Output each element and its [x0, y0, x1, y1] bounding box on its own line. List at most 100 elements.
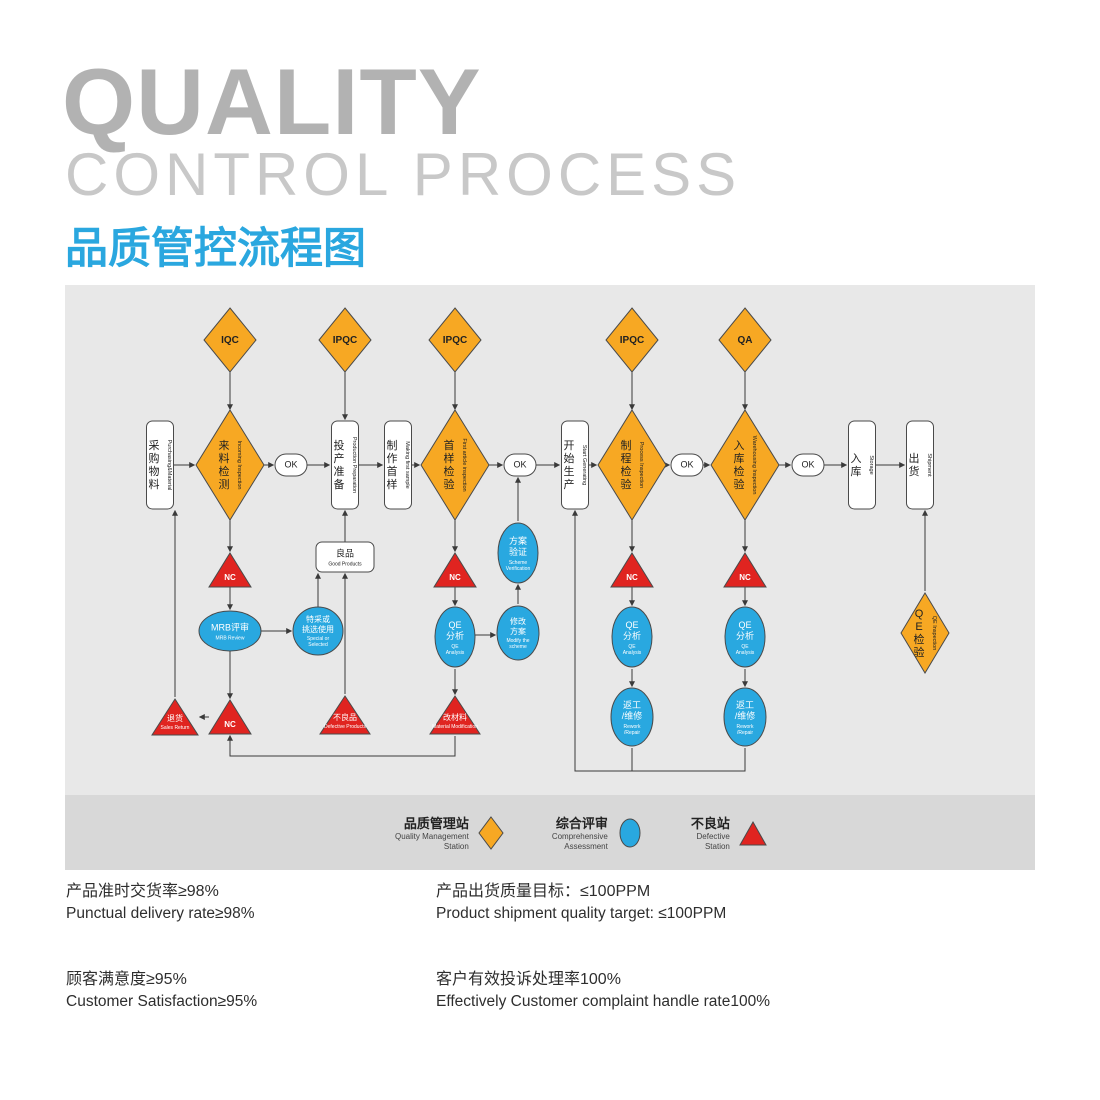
node-nc-2: NC — [433, 552, 477, 588]
svg-text:IQC: IQC — [221, 335, 239, 346]
svg-text:QE: QE — [738, 620, 751, 630]
svg-text:OK: OK — [680, 460, 693, 470]
svg-text:Making first sample: Making first sample — [404, 441, 410, 488]
svg-text:/维修: /维修 — [735, 710, 756, 721]
node-ok-3: OK — [670, 453, 704, 477]
flow-edges — [172, 372, 928, 772]
node-storage: 入库 Storage — [848, 420, 876, 510]
node-iqc: IQC — [203, 307, 257, 373]
legend-sublabel: Defective Station — [696, 832, 730, 851]
svg-text:/Repair: /Repair — [737, 730, 753, 736]
node-making-first-sample: 制作首样 Making first sample — [384, 420, 412, 510]
svg-text:IPQC: IPQC — [443, 335, 467, 346]
svg-text:Analysis: Analysis — [736, 650, 755, 656]
legend-item-quality-management-station: 品质管理站 Quality Management Station — [395, 813, 504, 851]
node-nc-3: NC — [610, 552, 654, 588]
metric-cn: 产品准时交货率≥98% — [66, 883, 219, 900]
legend-item-defective-station: 不良站 Defective Station — [691, 813, 767, 851]
metrics-right-column: 产品出货质量目标：≤100PPM Product shipment qualit… — [436, 880, 996, 1034]
svg-text:分析: 分析 — [446, 630, 464, 641]
svg-text:Modify the: Modify the — [506, 638, 529, 644]
svg-text:/Repair: /Repair — [624, 730, 640, 736]
svg-text:不良品: 不良品 — [333, 712, 357, 722]
svg-text:投产准备: 投产准备 — [334, 438, 345, 491]
svg-text:制程检验: 制程检验 — [621, 439, 632, 491]
svg-text:Warehousing Inspection: Warehousing Inspection — [751, 436, 757, 495]
svg-text:QE: QE — [625, 620, 638, 630]
svg-text:Material Modification: Material Modification — [432, 724, 478, 730]
page-title-line1: QUALITY — [62, 49, 482, 154]
legend-label: 综合评审 — [555, 816, 608, 832]
svg-text:良品: 良品 — [336, 548, 354, 559]
svg-text:OK: OK — [801, 460, 814, 470]
svg-text:IPQC: IPQC — [333, 335, 357, 346]
legend-sublabel: Quality Management Station — [395, 832, 469, 851]
legend-item-comprehensive-assessment: 综合评审 Comprehensive Assessment — [552, 813, 643, 851]
node-warehousing-inspection: 入库检验 Warehousing Inspection — [710, 409, 780, 521]
node-ipqc-3: IPQC — [605, 307, 659, 373]
node-nc-5: NC — [208, 699, 252, 735]
svg-text:Scheme: Scheme — [509, 560, 528, 566]
svg-text:First article inspection: First article inspection — [461, 438, 467, 491]
legend-sublabel: Comprehensive Assessment — [551, 832, 608, 851]
svg-text:NC: NC — [449, 573, 461, 582]
svg-text:Storage: Storage — [868, 455, 874, 474]
legend-label: 品质管理站 — [403, 816, 469, 832]
metric-en: Product shipment quality target: ≤100PPM — [436, 905, 727, 923]
svg-text:Production Preparation: Production Preparation — [351, 437, 357, 493]
diamond-icon — [478, 815, 504, 850]
svg-text:QE: QE — [448, 620, 461, 630]
node-shipment: 出货 Shipment — [906, 420, 934, 510]
node-ipqc-1: IPQC — [318, 307, 372, 373]
svg-text:Verification: Verification — [506, 566, 531, 572]
svg-text:Start Generating: Start Generating — [581, 445, 587, 485]
svg-text:分析: 分析 — [736, 630, 754, 641]
svg-text:修改: 修改 — [510, 616, 526, 626]
svg-text:改材料: 改材料 — [443, 712, 467, 722]
metric-cn: 客户有效投诉处理率100% — [436, 970, 621, 988]
node-qa: QA — [718, 307, 772, 373]
node-ok-4: OK — [791, 453, 825, 477]
metric-cn: 顾客满意度≥95% — [66, 970, 187, 988]
node-nc-4: NC — [723, 552, 767, 588]
svg-text:Special or: Special or — [307, 636, 330, 642]
svg-text:制作首样: 制作首样 — [387, 439, 398, 491]
node-start-production: 开始生产 Start Generating — [561, 420, 589, 510]
svg-text:QE: QE — [741, 644, 749, 650]
svg-text:特采或: 特采或 — [306, 614, 330, 624]
svg-text:MRB Review: MRB Review — [216, 636, 245, 642]
metric-complaint-handling: 客户有效投诉处理率100% Effectively Customer compl… — [436, 968, 996, 1014]
svg-text:返工: 返工 — [736, 699, 754, 710]
legend: 品质管理站 Quality Management Station 综合评审 Co… — [65, 795, 1035, 870]
page-subtitle-cn: 品质管控流程图 — [65, 225, 366, 273]
svg-text:入库检验: 入库检验 — [734, 440, 745, 491]
svg-text:分析: 分析 — [623, 630, 641, 641]
svg-text:方案: 方案 — [509, 535, 527, 546]
svg-text:OK: OK — [284, 460, 297, 470]
metric-punctual-delivery: 产品准时交货率≥98% Punctual delivery rate≥98% — [66, 880, 416, 926]
svg-text:入库: 入库 — [851, 453, 862, 478]
svg-text:开始生产: 开始生产 — [564, 440, 575, 491]
svg-text:首样检验: 首样检验 — [444, 438, 455, 491]
node-rework-repair-2: 返工/维修 Rework/Repair — [723, 687, 767, 747]
svg-text:Analysis: Analysis — [623, 650, 642, 656]
metric-cn: 产品出货质量目标：≤100PPM — [436, 883, 651, 900]
svg-text:出货: 出货 — [909, 451, 920, 478]
svg-text:Process Inspection: Process Inspection — [638, 442, 644, 488]
svg-text:IPQC: IPQC — [620, 335, 644, 346]
svg-text:NC: NC — [626, 573, 638, 582]
node-nc-1: NC — [208, 552, 252, 588]
svg-text:Sales Return: Sales Return — [161, 725, 190, 731]
svg-text:Shipment: Shipment — [926, 453, 932, 477]
svg-text:Rework: Rework — [737, 724, 754, 730]
